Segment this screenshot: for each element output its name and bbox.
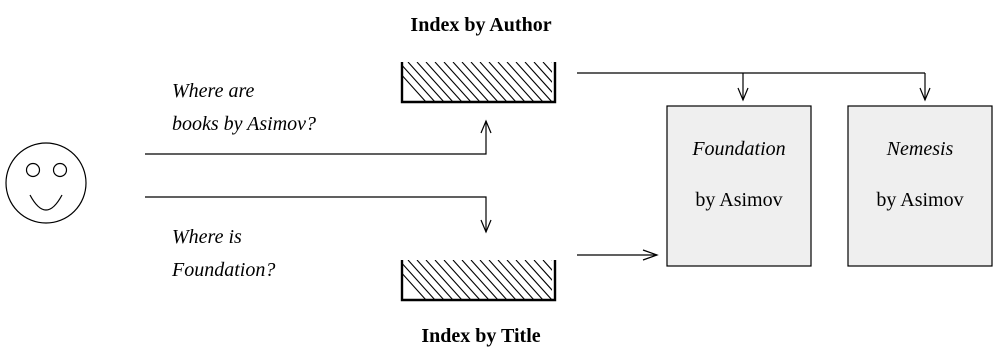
query-author-line1: Where are [172,80,254,102]
hatch-line [497,260,535,300]
title-index-hatching [402,260,606,300]
hatch-line [407,62,445,102]
hatch-line [461,62,499,102]
hatch-line [416,62,454,102]
hatch-line [479,260,517,300]
index-by-title-label: Index by Title [421,325,540,347]
arrow-title-index-to-foundation [577,249,659,261]
hatch-line [524,260,552,291]
user-smiley-icon [5,142,87,224]
query-title-line2: Foundation? [171,259,275,281]
arrow-author-index-to-books [577,72,931,102]
hatch-line [515,62,552,102]
hatch-line [402,272,427,300]
book-nemesis-title: Nemesis [886,138,954,160]
hatch-line [470,62,508,102]
hatch-line [425,62,463,102]
hatch-line [533,62,552,83]
hatch-line [488,62,526,102]
hatch-line [533,260,552,281]
hatch-line [402,74,427,102]
hatch-line [416,260,454,300]
hatch-line [506,260,544,300]
query-title-line1: Where is [172,226,242,248]
hatch-line [461,260,499,300]
hatch-line [497,62,535,102]
hatch-line [443,260,481,300]
hatch-line [443,62,481,102]
hatch-line [488,260,526,300]
hatch-line [542,260,552,271]
book-nemesis-box [847,105,993,267]
arrow-user-to-title-index [145,196,492,234]
book-foundation: Foundation by Asimov [666,105,812,267]
author-index-hatching [402,62,606,102]
book-foundation-author: by Asimov [695,189,782,211]
hatch-line [479,62,517,102]
arrow-user-to-author-index [145,119,492,155]
title-index-container [400,260,606,302]
hatch-line [551,62,552,63]
book-foundation-box [666,105,812,267]
hatch-line [434,260,472,300]
hatch-line [452,62,490,102]
hatch-line [561,260,597,300]
hatch-line [551,260,552,261]
hatch-line [561,62,597,102]
hatch-line [470,260,508,300]
hatch-line [515,260,552,300]
hatch-line [402,262,436,300]
index-by-author-label: Index by Author [410,14,551,36]
hatch-line [425,260,463,300]
query-author-line2: books by Asimov? [172,113,316,135]
hatch-line [542,62,552,73]
hatch-line [524,62,552,93]
hatch-line [570,62,606,102]
hatch-line [506,62,544,102]
hatch-line [434,62,472,102]
book-nemesis-author: by Asimov [876,189,963,211]
hatch-line [452,260,490,300]
hatch-line [570,260,606,300]
author-index-container [400,62,606,104]
book-nemesis: Nemesis by Asimov [847,105,993,267]
hatch-line [402,64,436,102]
hatch-line [407,260,445,300]
book-foundation-title: Foundation [691,138,785,160]
